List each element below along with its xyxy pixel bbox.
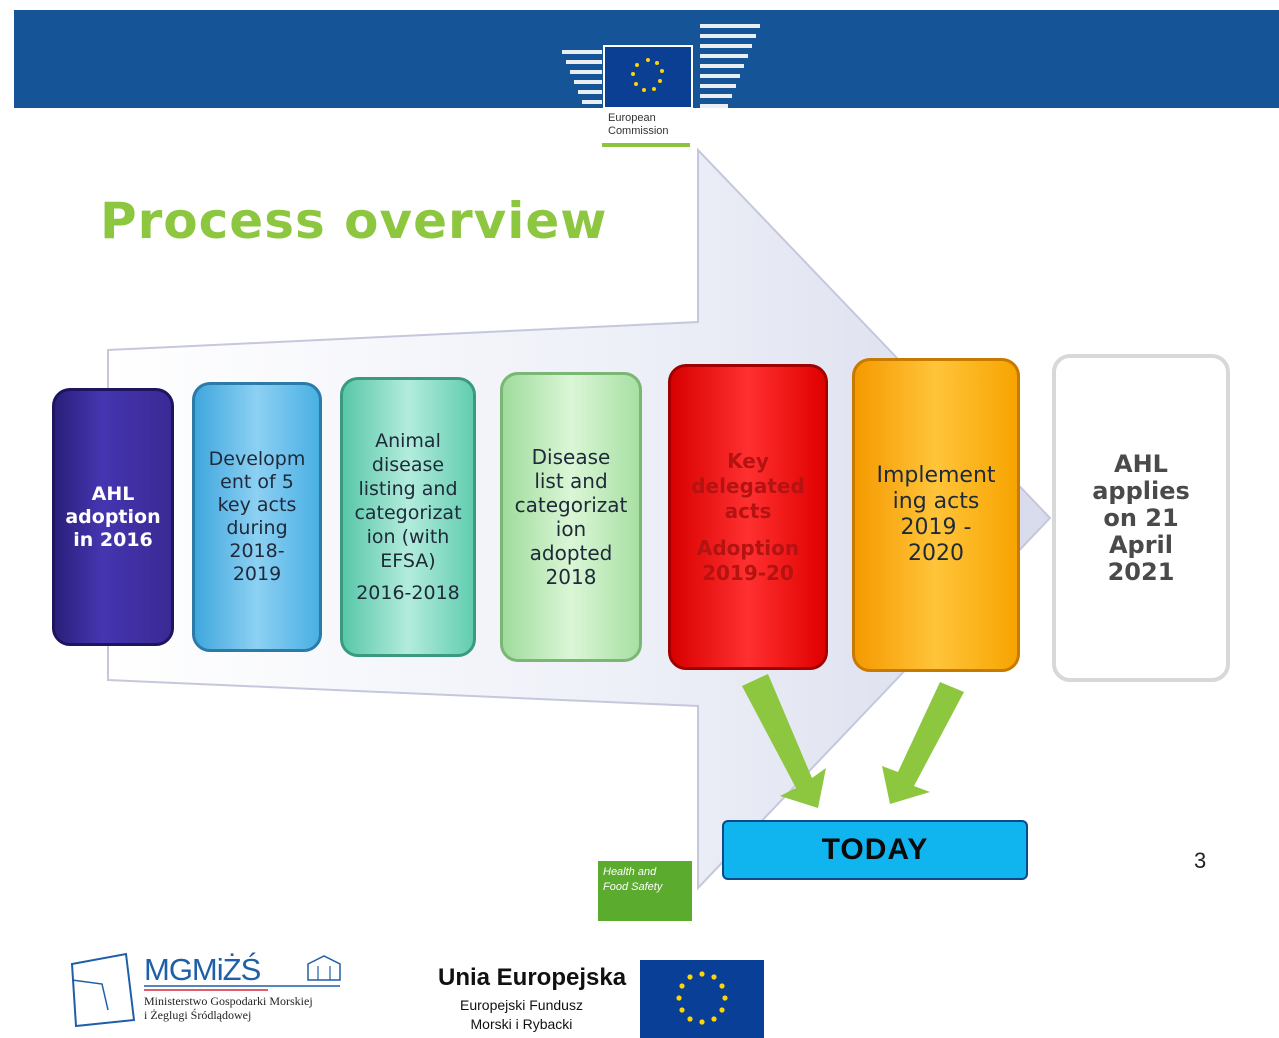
step-ahl-applies: AHL applies on 21 April 2021 bbox=[1052, 354, 1230, 682]
ue-title: Unia Europejska bbox=[438, 964, 627, 991]
mgm-logo-icon bbox=[70, 952, 341, 1028]
step-4-line-5: adopted bbox=[529, 541, 613, 565]
step-3-years: 2016-2018 bbox=[356, 582, 460, 604]
today-box: TODAY bbox=[722, 820, 1028, 880]
step-1-line-2: adoption bbox=[65, 505, 161, 528]
eu-flag-icon bbox=[640, 960, 764, 1038]
step-2-line-2: ent of 5 bbox=[220, 471, 294, 493]
page-title: Process overview bbox=[100, 192, 608, 250]
step-2-line-6: 2019 bbox=[232, 563, 282, 585]
step-7-line-1: AHL bbox=[1114, 449, 1168, 478]
step-4-line-2: list and bbox=[534, 469, 608, 493]
mgm-sub-line1: Ministerstwo Gospodarki Morskiej bbox=[144, 994, 313, 1008]
step-7-line-5: 2021 bbox=[1107, 557, 1175, 586]
step-6-line-3: 2019 - bbox=[900, 515, 972, 540]
ue-sub-line2: Morski i Rybacki bbox=[470, 1016, 573, 1032]
green-arrow-left bbox=[742, 674, 826, 808]
step-4-line-6: 2018 bbox=[545, 565, 597, 589]
mgm-sub-line2: i Żeglugi Śródlądowej bbox=[144, 1008, 252, 1022]
step-5-adoption: Adoption bbox=[696, 535, 800, 560]
step-ahl-adoption: AHL adoption in 2016 bbox=[52, 388, 174, 646]
hfs-line2: Food Safety bbox=[603, 881, 663, 893]
step-1-line-1: AHL bbox=[91, 482, 135, 505]
step-5-line-2: delegated bbox=[691, 473, 805, 498]
step-2-line-3: key acts bbox=[217, 494, 297, 516]
step-2-line-4: during bbox=[226, 517, 288, 539]
step-5-line-3: acts bbox=[724, 498, 772, 523]
step-4-line-1: Disease bbox=[531, 445, 611, 469]
ec-line2: Commission bbox=[608, 125, 669, 137]
ec-line1: European bbox=[608, 112, 656, 124]
step-3-line-2: disease bbox=[371, 454, 445, 476]
health-food-safety-badge: Health and Food Safety bbox=[598, 861, 692, 921]
ue-sub-line1: Europejski Fundusz bbox=[460, 997, 583, 1013]
step-animal-disease-listing: Animal disease listing and categorizat i… bbox=[340, 377, 476, 657]
green-arrow-right bbox=[882, 682, 964, 804]
mgm-title: MGMiŻŚ bbox=[144, 952, 261, 987]
ec-wordmark: European Commission bbox=[608, 112, 669, 138]
step-4-line-4: ion bbox=[555, 517, 587, 541]
step-1-line-3: in 2016 bbox=[73, 528, 153, 551]
step-5-years: 2019-20 bbox=[702, 560, 794, 585]
step-3-line-4: categorizat bbox=[354, 502, 462, 524]
step-7-line-2: applies bbox=[1092, 476, 1190, 505]
step-7-line-3: on 21 bbox=[1103, 503, 1179, 532]
step-7-line-4: April bbox=[1108, 530, 1174, 559]
step-6-line-2: ing acts bbox=[892, 489, 980, 514]
step-3-line-6: EFSA) bbox=[380, 550, 436, 572]
ec-underline bbox=[602, 143, 690, 147]
step-2-line-1: Developm bbox=[208, 448, 306, 470]
step-3-line-1: Animal bbox=[375, 430, 441, 452]
step-6-line-4: 2020 bbox=[907, 541, 964, 566]
hfs-line1: Health and bbox=[603, 866, 657, 878]
ue-subtitle: Europejski Fundusz Morski i Rybacki bbox=[460, 996, 583, 1034]
step-3-line-5: ion (with bbox=[366, 526, 450, 548]
step-2-line-5: 2018- bbox=[229, 540, 285, 562]
page-number: 3 bbox=[1194, 848, 1207, 873]
step-implementing-acts: Implement ing acts 2019 - 2020 bbox=[852, 358, 1020, 672]
european-commission-logo bbox=[562, 24, 760, 109]
step-6-line-1: Implement bbox=[876, 463, 996, 488]
step-development-key-acts: Developm ent of 5 key acts during 2018- … bbox=[192, 382, 322, 652]
step-5-line-1: Key bbox=[727, 448, 769, 473]
step-key-delegated-acts: Key delegated acts Adoption 2019-20 bbox=[668, 364, 828, 670]
step-disease-list-adopted: Disease list and categorizat ion adopted… bbox=[500, 372, 642, 662]
step-4-line-3: categorizat bbox=[514, 493, 628, 517]
mgm-subtitle: Ministerstwo Gospodarki Morskiej i Żeglu… bbox=[144, 994, 313, 1022]
step-3-line-3: listing and bbox=[358, 478, 458, 500]
